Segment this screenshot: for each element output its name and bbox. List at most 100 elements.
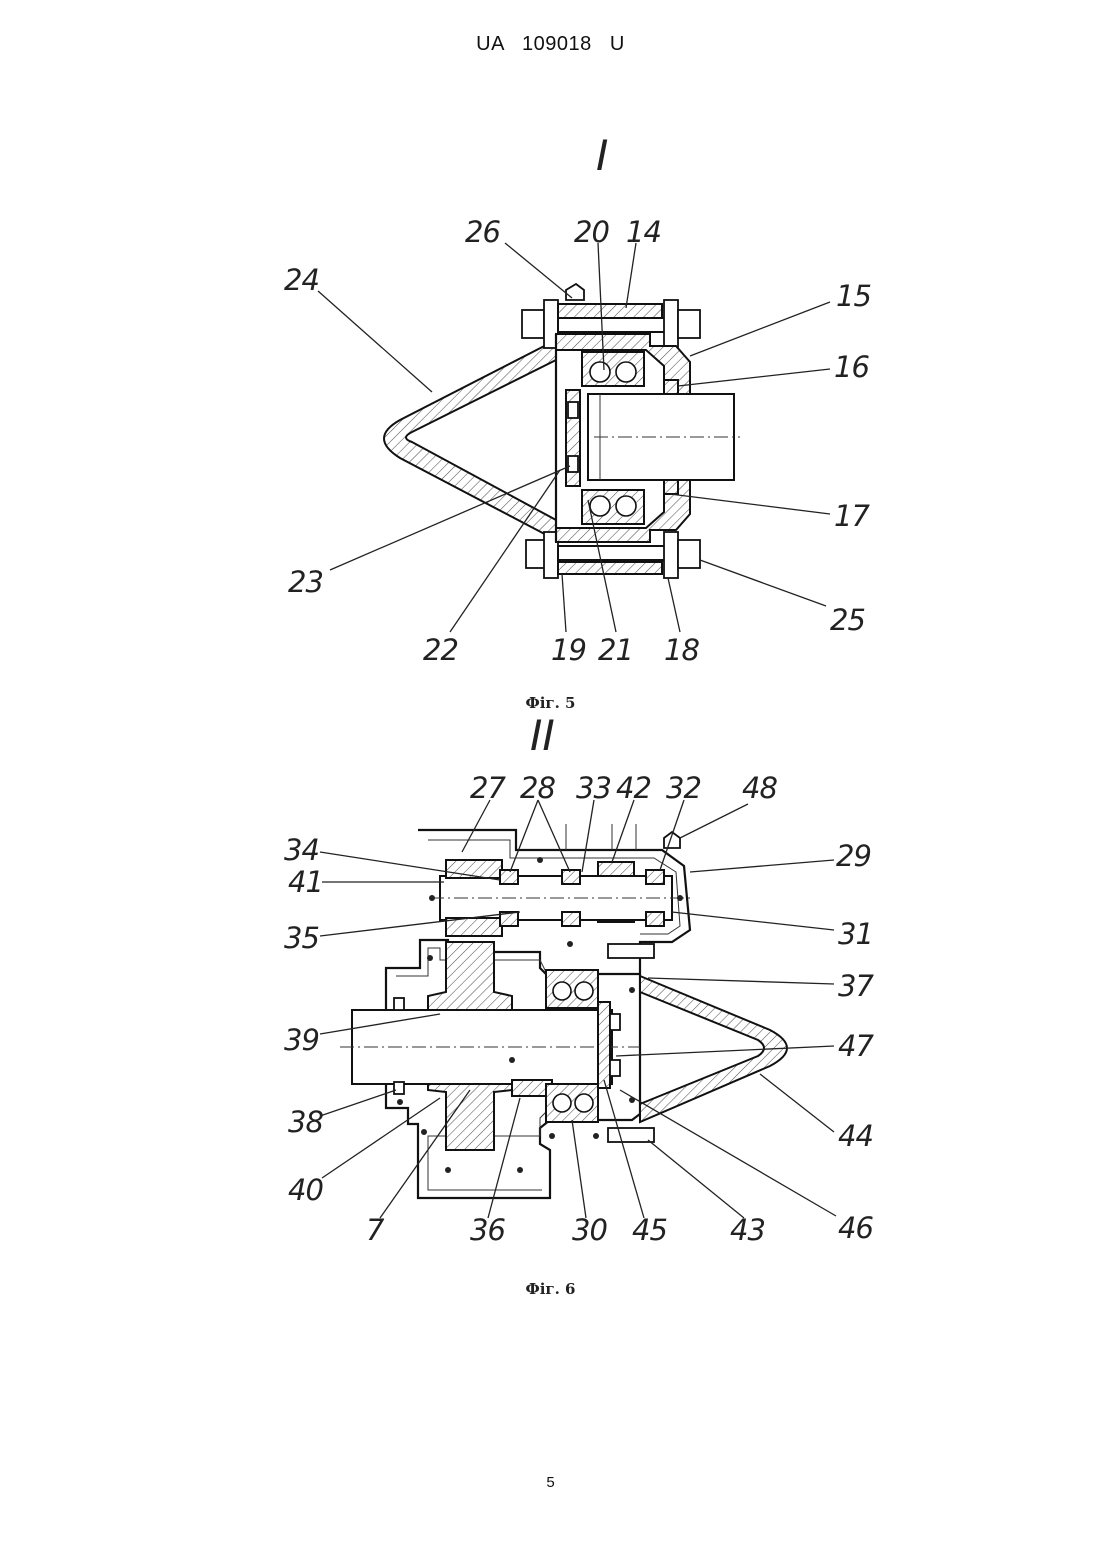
fig6-label-32: 32 — [666, 771, 701, 805]
fig5-label-21: 21 — [598, 633, 633, 667]
leader-38 — [320, 1090, 396, 1116]
ball-30c — [553, 1094, 571, 1112]
fig6-label-34: 34 — [284, 833, 319, 867]
end-bolt-47b — [610, 1060, 620, 1076]
bearing-33a — [562, 870, 580, 884]
fig6-label-42: 42 — [616, 771, 651, 805]
fig6-label-27: 27 — [470, 771, 506, 805]
pin-43 — [608, 1128, 654, 1142]
bottom-plate-19 — [558, 562, 662, 574]
leader-14 — [626, 243, 636, 308]
leader-24 — [318, 291, 432, 392]
fig6-label-40: 40 — [288, 1173, 323, 1207]
bearing-33b — [562, 912, 580, 926]
fig5-label-16: 16 — [834, 350, 869, 384]
leader-16 — [678, 369, 830, 386]
fig5-section-mark: I — [596, 131, 608, 180]
seal-17 — [664, 480, 678, 494]
leader-47 — [616, 1046, 834, 1056]
fig5-label-22: 22 — [423, 633, 458, 667]
fig6-label-37: 37 — [838, 969, 874, 1003]
leader-42 — [612, 800, 634, 862]
fig6-label-30: 30 — [572, 1213, 607, 1247]
fig5-label-14: 14 — [626, 215, 661, 249]
leader-26 — [505, 243, 572, 298]
leader-29 — [690, 860, 834, 872]
end-bolt-47a — [610, 1014, 620, 1030]
figure-5-drawing: I — [284, 131, 871, 667]
fig6-label-43: 43 — [730, 1213, 765, 1247]
bearing-ball-3 — [590, 496, 610, 516]
fig6-label-48: 48 — [742, 771, 777, 805]
bearing-ball-1 — [590, 362, 610, 382]
leader-17 — [670, 494, 830, 514]
page-number: 5 — [0, 1474, 1101, 1491]
fig6-label-45: 45 — [632, 1213, 667, 1247]
fig5-label-26: 26 — [465, 215, 500, 249]
ball-30a — [553, 982, 571, 1000]
leader-30 — [572, 1120, 586, 1218]
top-washer-right — [664, 300, 678, 348]
bearing-ball-4 — [616, 496, 636, 516]
bearing-32b — [646, 912, 664, 926]
fig5-label-15: 15 — [836, 279, 871, 313]
fig5-label-20: 20 — [574, 215, 609, 249]
screw-38b — [394, 1082, 404, 1094]
leader-32 — [660, 800, 684, 870]
upper-gear-bottom — [446, 918, 502, 936]
top-bolt-head-left — [522, 310, 544, 338]
figure-6-caption: Фіг. 6 — [0, 1280, 1101, 1298]
leader-27 — [462, 800, 490, 852]
bearing-32a — [646, 870, 664, 884]
fig6-label-46: 46 — [838, 1211, 873, 1245]
fig6-label-28: 28 — [520, 771, 555, 805]
bottom-washer-right — [664, 532, 678, 578]
fig5-label-25: 25 — [830, 603, 865, 637]
ball-30d — [575, 1094, 593, 1112]
bearing-28a — [500, 870, 518, 884]
leader-33 — [582, 800, 594, 872]
fig6-label-44: 44 — [838, 1119, 873, 1153]
fig6-label-38: 38 — [288, 1105, 323, 1139]
end-bolt-2 — [568, 456, 578, 472]
seal-16 — [664, 380, 678, 394]
leader-28b — [538, 800, 570, 872]
fig6-label-36: 36 — [470, 1213, 505, 1247]
fig5-label-17: 17 — [834, 499, 870, 533]
leader-25 — [700, 560, 826, 606]
fig6-section-mark: II — [530, 711, 555, 760]
post-42 — [566, 824, 636, 850]
end-plate-45 — [598, 1002, 610, 1088]
screw-38a — [394, 998, 404, 1010]
leader-28a — [510, 800, 538, 872]
fig6-label-41: 41 — [288, 865, 323, 899]
bottom-nut-right — [678, 540, 700, 568]
fig5-label-18: 18 — [664, 633, 699, 667]
leader-15 — [690, 302, 830, 356]
figure-6-drawing: II — [284, 711, 874, 1247]
leader-19 — [562, 574, 566, 632]
fig6-label-47: 47 — [838, 1029, 874, 1063]
leader-48 — [680, 804, 748, 838]
ball-30b — [575, 982, 593, 1000]
grease-nipple-26 — [566, 284, 584, 300]
fig5-label-19: 19 — [551, 633, 586, 667]
end-bolt-1 — [568, 402, 578, 418]
fig6-label-29: 29 — [836, 839, 871, 873]
bearing-ball-2 — [616, 362, 636, 382]
fig6-label-35: 35 — [284, 921, 319, 955]
fig6-label-7: 7 — [366, 1213, 385, 1247]
fig6-label-39: 39 — [284, 1023, 319, 1057]
leader-43 — [648, 1140, 744, 1218]
fig5-label-24: 24 — [284, 263, 319, 297]
top-nut-right — [678, 310, 700, 338]
fig5-label-23: 23 — [288, 565, 323, 599]
top-plate-14 — [558, 304, 662, 318]
fig6-label-31: 31 — [838, 917, 873, 951]
figure-5-caption: Фіг. 5 — [0, 694, 1101, 712]
leader-40 — [322, 1098, 440, 1178]
leader-37 — [648, 978, 834, 984]
fig6-label-33: 33 — [576, 771, 611, 805]
leader-18 — [668, 578, 680, 632]
leader-44 — [760, 1074, 834, 1132]
